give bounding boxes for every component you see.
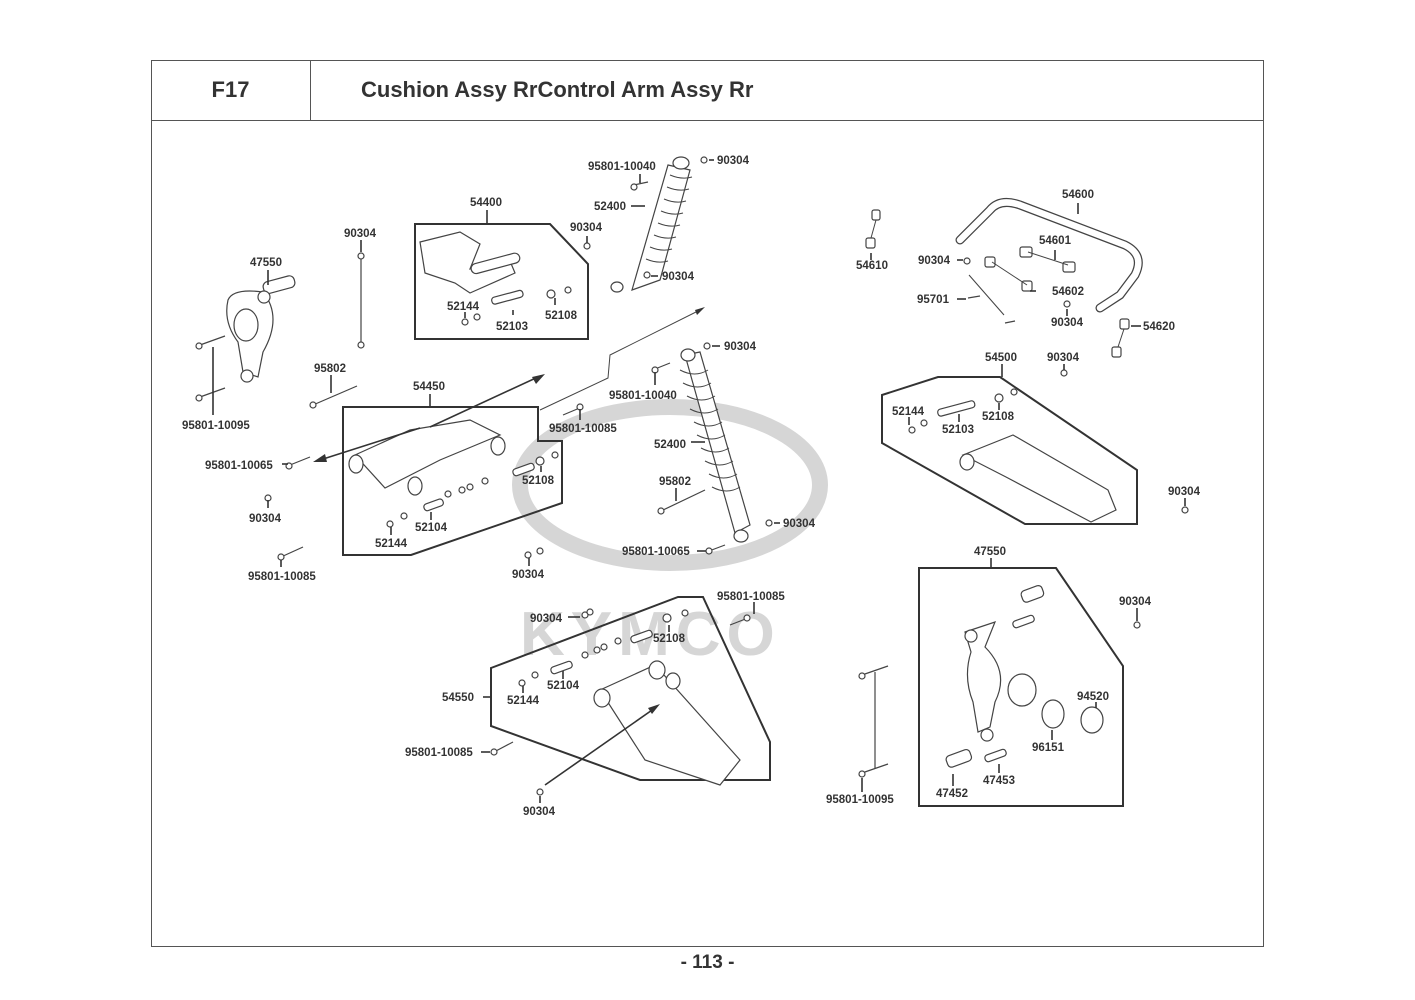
kit-box-54550: [490, 596, 771, 781]
part-callouts: 95801-10040 90304 54400 52400 90304 9030…: [182, 155, 1201, 818]
knuckle-left: [226, 275, 296, 383]
part-label[interactable]: 54400: [470, 197, 502, 209]
part-label[interactable]: 95802: [659, 476, 691, 488]
end-link-54620: [1111, 318, 1130, 358]
part-label[interactable]: 54602: [1052, 286, 1084, 298]
part-label[interactable]: 52108: [522, 475, 555, 487]
part-label[interactable]: 90304: [523, 806, 556, 818]
section-code: F17: [151, 60, 311, 121]
part-label[interactable]: 95802: [314, 363, 346, 375]
part-label[interactable]: 95801-10040: [609, 390, 677, 402]
bolts: [195, 181, 1016, 778]
shock-absorber-upper: [610, 156, 693, 293]
part-label[interactable]: 90304: [1168, 486, 1201, 498]
part-label[interactable]: 52103: [496, 321, 528, 333]
part-label[interactable]: 52144: [375, 538, 408, 550]
part-label[interactable]: 54450: [413, 381, 445, 393]
part-label[interactable]: 90304: [570, 222, 603, 234]
part-label[interactable]: 95801-10085: [405, 747, 473, 759]
part-label[interactable]: 95801-10065: [622, 546, 690, 558]
part-label[interactable]: 94520: [1077, 691, 1109, 703]
part-label[interactable]: 90304: [662, 271, 695, 283]
part-label[interactable]: 52400: [594, 201, 626, 213]
part-label[interactable]: 52108: [653, 633, 686, 645]
end-link-54610: [865, 209, 881, 249]
lower-arm-54550: [518, 609, 741, 786]
part-label[interactable]: 90304: [512, 569, 545, 581]
part-label[interactable]: 90304: [918, 255, 951, 267]
part-label[interactable]: 96151: [1032, 742, 1065, 754]
diagram-frame: [151, 60, 1264, 947]
part-label[interactable]: 52144: [892, 406, 925, 418]
part-label[interactable]: 90304: [717, 155, 750, 167]
stabilizer-bar: [955, 197, 1143, 313]
page-number: - 113 -: [680, 952, 735, 973]
part-label[interactable]: 52108: [545, 310, 578, 322]
part-label[interactable]: 90304: [1051, 317, 1084, 329]
part-label[interactable]: 95801-10095: [182, 420, 250, 432]
kit-box-54400: [414, 223, 589, 340]
part-label[interactable]: 90304: [1119, 596, 1152, 608]
part-label[interactable]: 90304: [530, 613, 563, 625]
part-label[interactable]: 90304: [344, 228, 377, 240]
assembly-arrows: [313, 307, 705, 786]
part-label[interactable]: 90304: [249, 513, 282, 525]
part-label[interactable]: 54500: [985, 352, 1017, 364]
upper-arm-54400: [419, 231, 572, 326]
part-label[interactable]: 52400: [654, 439, 686, 451]
part-label[interactable]: 95801-10095: [826, 794, 894, 806]
part-label[interactable]: 95801-10065: [205, 460, 273, 472]
part-label[interactable]: 95801-10040: [588, 161, 656, 173]
leader-lines: [212, 159, 1186, 803]
part-label[interactable]: 52104: [415, 522, 448, 534]
part-label[interactable]: 52104: [547, 680, 580, 692]
kit-box-47550: [918, 567, 1124, 807]
part-label[interactable]: 54550: [442, 692, 474, 704]
watermark-ellipse: [512, 399, 828, 571]
part-label[interactable]: 47550: [974, 546, 1006, 558]
lower-arm-54450: [348, 419, 559, 528]
part-label[interactable]: 90304: [1047, 352, 1080, 364]
part-label[interactable]: 95701: [917, 294, 950, 306]
page-title: Cushion Assy RrControl Arm Assy Rr: [311, 60, 1264, 121]
part-label[interactable]: 95801-10085: [549, 423, 617, 435]
upper-arm-54500: [908, 388, 1117, 523]
part-label[interactable]: 52144: [447, 301, 480, 313]
part-label[interactable]: 54610: [856, 260, 888, 272]
part-label[interactable]: 90304: [724, 341, 757, 353]
part-label[interactable]: 47453: [983, 775, 1015, 787]
part-label[interactable]: 52103: [942, 424, 974, 436]
part-label[interactable]: 90304: [783, 518, 816, 530]
part-label[interactable]: 52108: [982, 411, 1015, 423]
knuckle-right: [945, 585, 1104, 768]
part-label[interactable]: 47550: [250, 257, 282, 269]
part-label[interactable]: 95801-10085: [248, 571, 316, 583]
shock-absorber-lower: [679, 348, 751, 543]
kit-box-54450: [342, 406, 563, 556]
part-label[interactable]: 54600: [1062, 189, 1094, 201]
part-label[interactable]: 52144: [507, 695, 540, 707]
part-label[interactable]: 54601: [1039, 235, 1072, 247]
part-label[interactable]: 95801-10085: [717, 591, 785, 603]
part-label[interactable]: 54620: [1143, 321, 1175, 333]
kit-box-54500: [881, 376, 1138, 525]
part-label[interactable]: 47452: [936, 788, 968, 800]
